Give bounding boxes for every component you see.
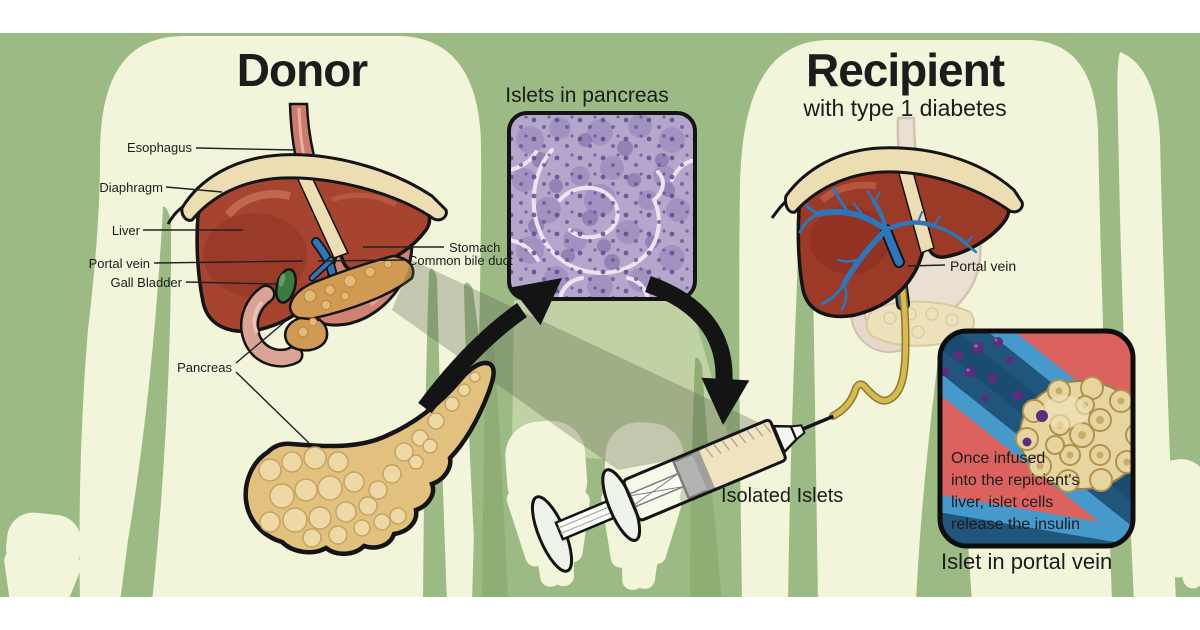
arrow-islets-to-syringe-icon <box>645 275 750 425</box>
insulin-dots <box>940 337 1023 402</box>
catheter-tube <box>829 262 910 420</box>
pancreas-in-body-illustration <box>283 254 415 352</box>
recipient-title: Recipient <box>805 44 1005 96</box>
syringe-illustration <box>530 414 835 573</box>
needle <box>802 414 835 431</box>
donor-portal-vein-illustration <box>308 237 337 282</box>
extraction-shadow-beam <box>392 260 792 470</box>
donor-title: Donor <box>236 44 368 96</box>
label-pancreas: Pancreas <box>177 360 232 375</box>
recipient-subtitle: with type 1 diabetes <box>803 95 1007 121</box>
arrow-pancreas-to-islets-icon <box>418 278 562 414</box>
top-white-bar <box>0 0 1200 33</box>
donor-leader-lines <box>143 147 444 444</box>
inset-text-line-4: release the insulin <box>951 516 1080 533</box>
duodenum-illustration <box>240 284 304 368</box>
diaphragm-illustration <box>166 153 448 225</box>
label-recipient-portal-vein: Portal vein <box>950 258 1017 274</box>
inset-caption: Islet in portal vein <box>941 549 1113 574</box>
label-portal-vein: Portal vein <box>88 256 150 271</box>
recipient-vein-tree <box>798 186 978 312</box>
islet-cluster <box>1015 376 1133 493</box>
islets-micrograph-panel <box>507 111 697 301</box>
label-liver: Liver <box>111 223 140 238</box>
bottom-white-bar <box>0 597 1200 630</box>
gall-bladder-illustration <box>275 268 297 304</box>
hand-silhouette-bottom-right <box>1144 459 1200 589</box>
inset-text-line-3: liver, islet cells <box>951 494 1054 511</box>
recipient-portal-vein-leader-line <box>907 264 946 267</box>
donor-anatomy <box>166 102 448 368</box>
inset-illustration <box>937 328 1136 549</box>
inset-text-line-2: into the repicient's <box>951 472 1080 489</box>
label-diaphragm: Diaphragm <box>99 180 163 195</box>
label-gall-bladder: Gall Bladder <box>110 275 182 290</box>
label-common-bile-duct: Common bile duct <box>408 253 513 268</box>
islets-panel-title: Islets in pancreas <box>505 84 669 107</box>
recipient-anatomy <box>770 116 1024 420</box>
label-stomach: Stomach <box>449 240 501 255</box>
inset-border <box>937 328 1136 549</box>
label-esophagus: Esophagus <box>126 140 192 155</box>
micrograph-border <box>507 111 697 301</box>
recipient-diaphragm-illustration <box>770 146 1024 219</box>
inset-text-line-1: Once infused <box>951 450 1046 467</box>
isolated-islets-label: Isolated Islets <box>721 485 844 507</box>
